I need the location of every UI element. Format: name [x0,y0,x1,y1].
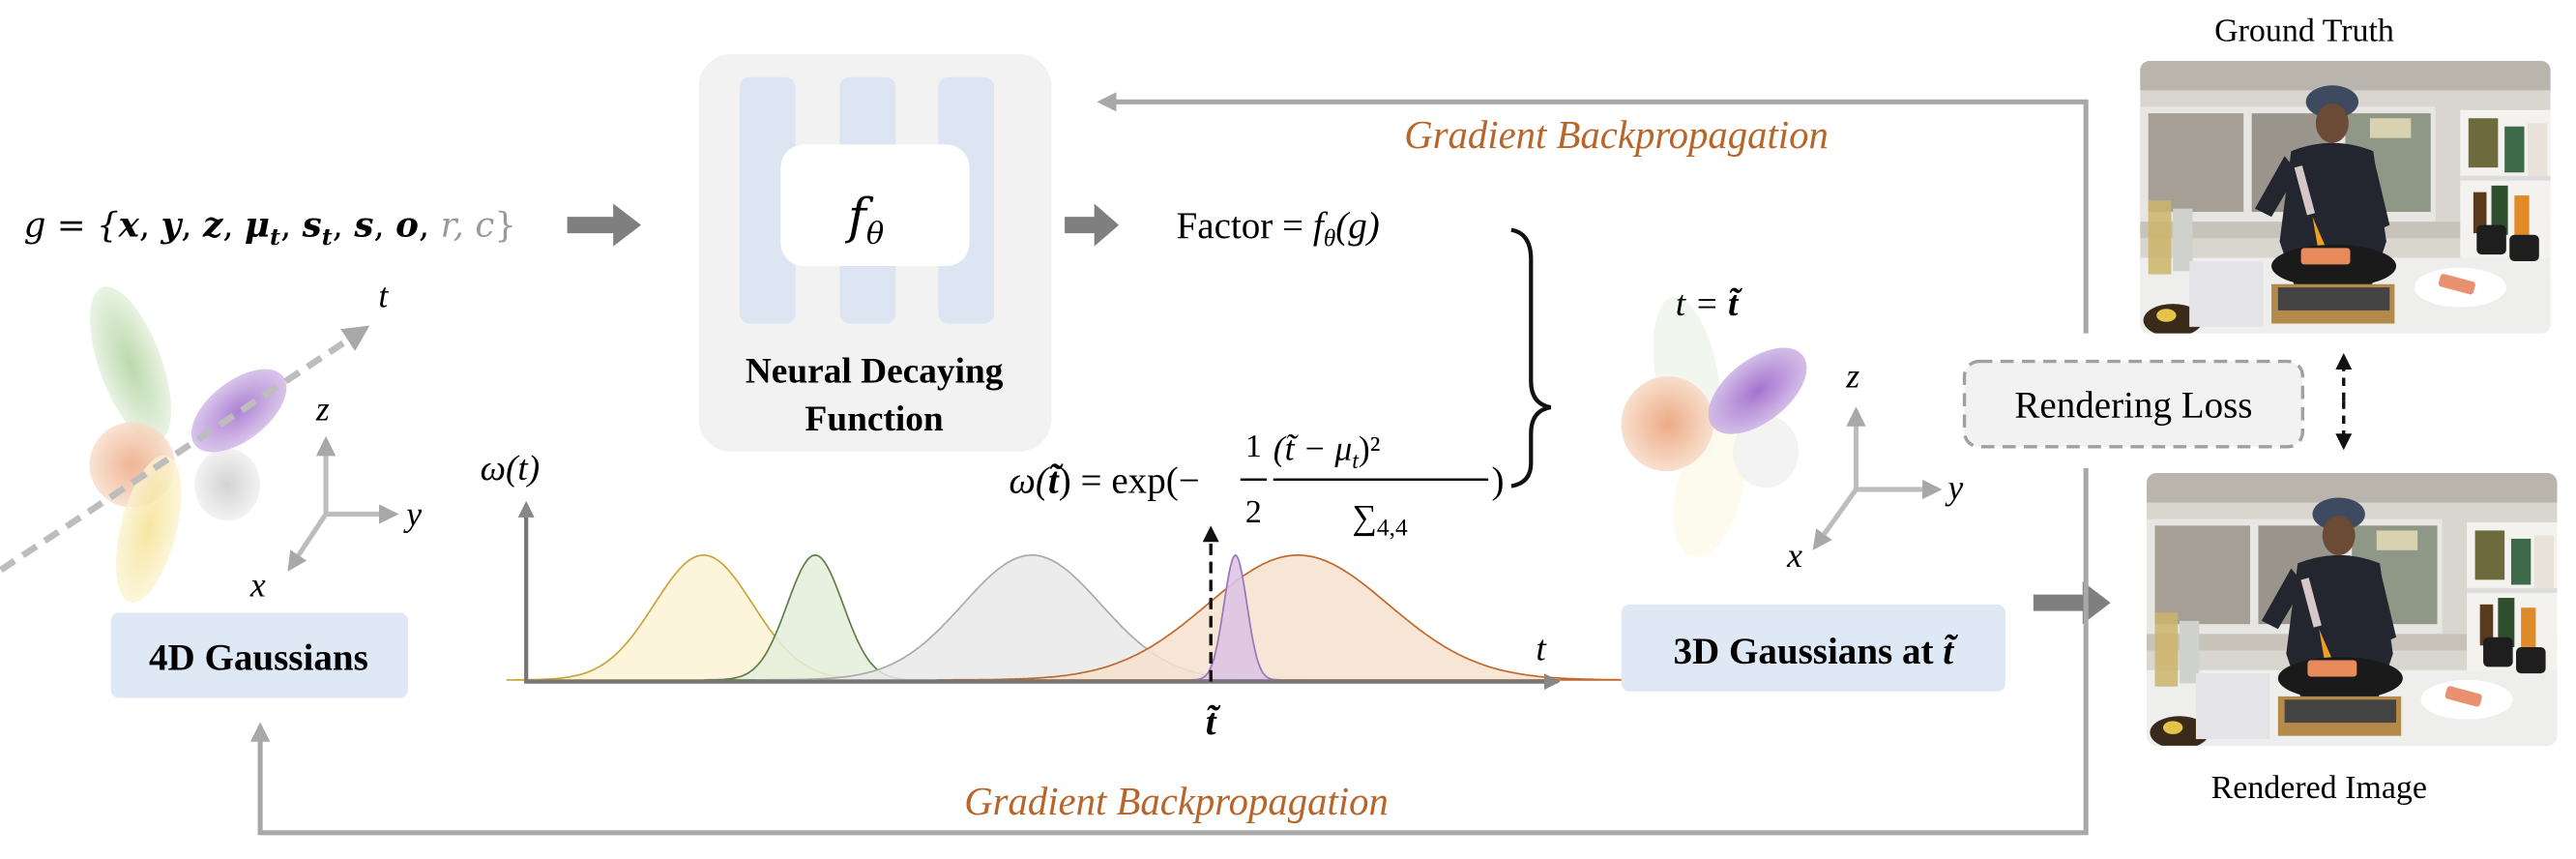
network-layer [739,76,796,324]
plot-x-label: t [1536,630,1547,669]
backprop-label-bottom: Gradient Backpropagation [964,780,1389,823]
time-axis [0,325,370,574]
arrow-network-to-factor [1065,203,1120,247]
arrow-3d-to-render [2033,581,2111,625]
svg-text:z: z [315,390,330,429]
svg-text:∑4,4: ∑4,4 [1352,498,1408,542]
network-symbol: fθ [844,189,884,251]
backprop-path-bottom [249,467,2089,836]
network-label-line2: Function [805,400,944,439]
svg-text:z: z [1845,357,1859,396]
svg-text:x: x [1786,536,1802,575]
gaussians-4d-illustration: t z y x [0,277,422,604]
weight-curve-orange [936,554,1659,681]
network-label-line1: Neural Decaying [746,352,1004,392]
rendering-loss-label: Rendering Loss [2014,384,2252,426]
rendering-loss-box [1962,359,2304,449]
rendered-image [2147,473,2557,749]
gaussians-4d-label: 4D Gaussians [149,637,368,679]
gaussians-3d-box [1621,604,2005,692]
ground-truth-image [2140,61,2550,337]
weight-equation: ω(t̃) = exp(− 1 2 (t̃ − μt)² ∑4,4 ) [1009,429,1504,541]
gaussians-3d-label: 3D Gaussians at t̃ [1673,631,1958,672]
svg-text:2: 2 [1245,494,1262,530]
svg-text:x: x [249,565,266,604]
svg-text:): ) [1492,459,1505,501]
backprop-label-top: Gradient Backpropagation [1404,113,1829,157]
plot-y-label: ω(t) [481,449,541,489]
svg-text:y: y [403,494,422,533]
svg-text:1: 1 [1245,429,1262,464]
arrow-input-to-network [567,203,642,247]
factor-equation: Factor = fθ(g) [1177,205,1380,252]
ground-truth-label: Ground Truth [2214,13,2394,48]
time-marker-label: t̃ [1206,701,1221,743]
gaussians-3d-illustration: t = t̃ z y x [1621,284,1964,575]
backprop-path-top [1097,92,2089,334]
weight-curve-purple [1189,553,1282,681]
svg-text:t: t [378,277,389,315]
temporal-weight-plot: ω(t) t t̃ [481,449,1659,743]
input-set-formula: g = {x, y, z, μt, st, s, o, r, c} [24,205,516,250]
gaussians-4d-box [110,612,408,698]
svg-text:ω(t̃) = exp(−: ω(t̃) = exp(− [1009,459,1199,501]
combine-brace [1510,227,1552,489]
svg-text:y: y [1946,468,1964,507]
svg-text:(t̃ − μt)²: (t̃ − μt)² [1273,429,1381,473]
time-condition-label: t = t̃ [1676,284,1743,324]
rendered-image-label: Rendered Image [2211,770,2427,806]
neural-decaying-function-block: fθ Neural Decaying Function [698,54,1052,452]
